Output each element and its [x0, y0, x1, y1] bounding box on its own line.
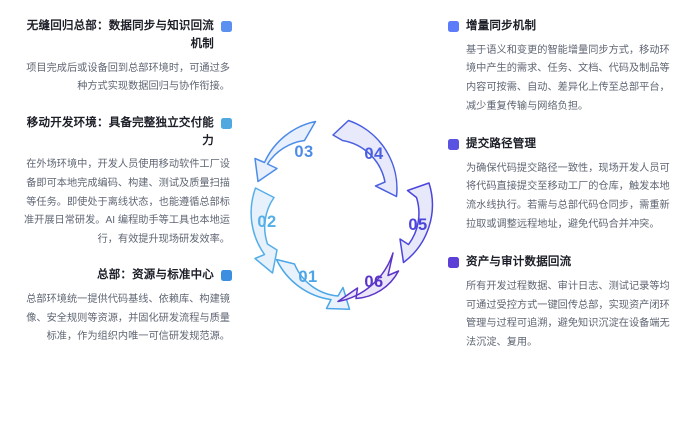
left-block-2: 移动开发环境：具备完整独立交付能力 在外场环境中，开发人员使用移动软件工厂设备即… — [16, 115, 232, 249]
right-block-3: 资产与审计数据回流 所有开发过程数据、审计日志、测试记录等均可通过受控方式一键回… — [448, 254, 670, 352]
right-block-2-heading: 提交路径管理 — [448, 136, 670, 154]
left-block-1: 无缝回归总部：数据同步与知识回流机制 项目完成后或设备回到总部环境时，可通过多种… — [16, 18, 232, 97]
cycle-segment-02[interactable]: 02 — [250, 187, 278, 274]
right-block-2-body: 为确保代码提交路径一致性，现场开发人员可将代码直接提交至移动工厂的仓库，触发本地… — [466, 162, 670, 230]
left-block-2-heading: 移动开发环境：具备完整独立交付能力 — [16, 115, 232, 151]
cycle-segment-05[interactable]: 05 — [399, 182, 434, 264]
left-block-3-heading: 总部：资源与标准中心 — [16, 267, 232, 285]
right-block-3-body: 所有开发过程数据、审计日志、测试记录等均可通过受控方式一键回传总部，实现资产闭环… — [466, 280, 670, 348]
bullet-square-icon — [448, 257, 459, 269]
bullet-square-icon — [221, 117, 232, 129]
right-block-1-body: 基于语义和变更的智能增量同步方式，移动环境中产生的需求、任务、文档、代码及制品等… — [466, 44, 670, 112]
circular-arrow-cycle-diagram: 01 02 03 04 05 — [236, 112, 448, 324]
bullet-square-icon — [448, 21, 459, 32]
cycle-segment-02-label: 02 — [257, 213, 276, 231]
right-block-1-title: 增量同步机制 — [466, 20, 537, 32]
cycle-segment-06-label: 06 — [364, 273, 383, 291]
right-column: 增量同步机制 基于语义和变更的智能增量同步方式，移动环境中产生的需求、任务、文档… — [448, 0, 680, 426]
right-block-1-heading: 增量同步机制 — [448, 18, 670, 36]
left-block-1-title: 无缝回归总部：数据同步与知识回流机制 — [26, 20, 214, 50]
right-block-1: 增量同步机制 基于语义和变更的智能增量同步方式，移动环境中产生的需求、任务、文档… — [448, 18, 670, 116]
bullet-square-icon — [448, 139, 459, 151]
cycle-segment-03-label: 03 — [294, 143, 313, 161]
right-block-2-title: 提交路径管理 — [466, 138, 537, 151]
left-block-2-title: 移动开发环境：具备完整独立交付能力 — [26, 116, 214, 147]
left-block-1-heading: 无缝回归总部：数据同步与知识回流机制 — [16, 18, 232, 54]
right-block-2: 提交路径管理 为确保代码提交路径一致性，现场开发人员可将代码直接提交至移动工厂的… — [448, 136, 670, 234]
left-block-3-title: 总部：资源与标准中心 — [97, 269, 214, 282]
left-block-1-body: 项目完成后或设备回到总部环境时，可通过多种方式实现数据回归与协作衔接。 — [26, 62, 230, 93]
right-block-3-heading: 资产与审计数据回流 — [448, 254, 670, 272]
cycle-segment-04-label: 04 — [364, 145, 384, 163]
cycle-segment-04[interactable]: 04 — [332, 119, 398, 198]
right-block-3-title: 资产与审计数据回流 — [466, 256, 572, 269]
left-block-3-body: 总部环境统一提供代码基线、依赖库、构建镜像、安全规则等资源，并固化研发流程与质量… — [26, 294, 230, 343]
cycle-segment-01-label: 01 — [298, 268, 317, 286]
cycle-segment-05-label: 05 — [408, 216, 427, 234]
bullet-square-icon — [221, 270, 232, 282]
left-block-3: 总部：资源与标准中心 总部环境统一提供代码基线、依赖库、构建镜像、安全规则等资源… — [16, 267, 232, 347]
cycle-segment-03[interactable]: 03 — [254, 120, 317, 183]
bullet-square-icon — [221, 21, 232, 32]
left-block-2-body: 在外场环境中，开发人员使用移动软件工厂设备即可本地完成编码、构建、测试及质量扫描… — [23, 159, 230, 245]
left-column: 无缝回归总部：数据同步与知识回流机制 项目完成后或设备回到总部环境时，可通过多种… — [6, 0, 238, 426]
cycle-segment-06[interactable]: 06 — [337, 252, 400, 303]
